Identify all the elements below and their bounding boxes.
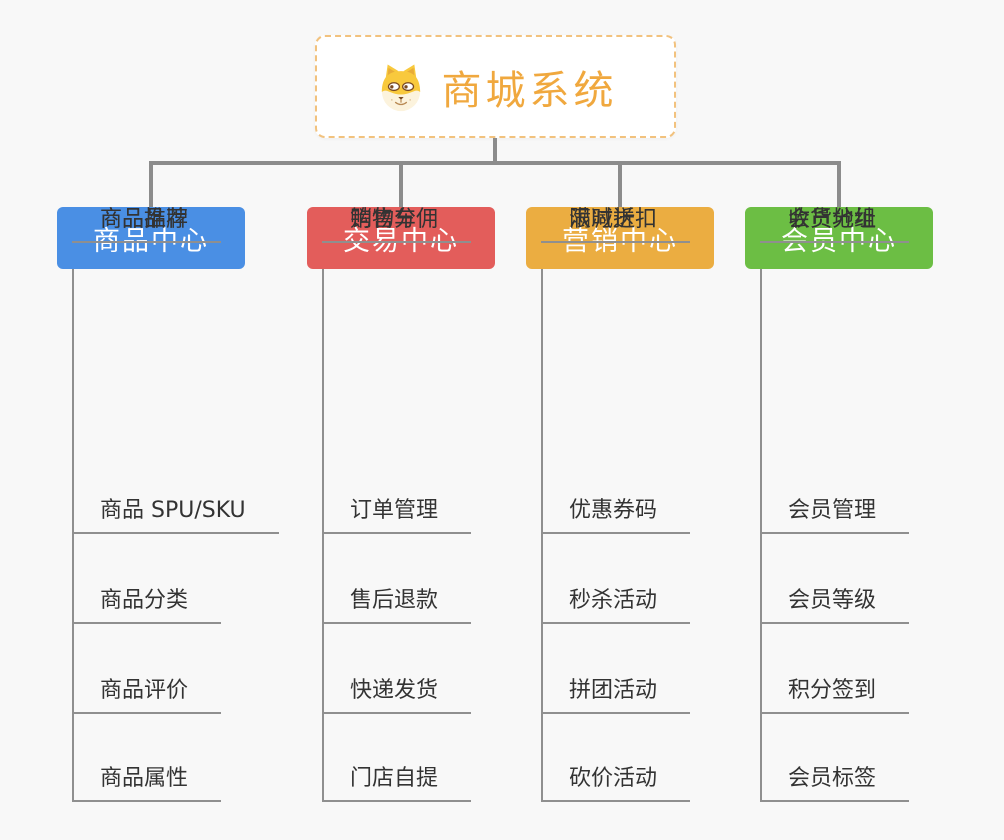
- subtopic-item[interactable]: 快递发货: [322, 678, 472, 714]
- subtopic-item[interactable]: 会员标签: [760, 766, 910, 802]
- root-topic-title: 商城系统: [441, 67, 618, 114]
- subtopic-item[interactable]: 拼团活动: [541, 678, 691, 714]
- branch-trade-center: 交易中心 订单管理 售后退款 快递发货 门店自提 购物车 销售分佣: [307, 207, 557, 817]
- branch-header-product-center[interactable]: 商品中心: [57, 207, 245, 269]
- subtopic-item[interactable]: 门店自提: [322, 766, 472, 802]
- connector-drop-product: [149, 163, 153, 207]
- connector-horizontal-bar: [149, 161, 841, 165]
- subtopic-item[interactable]: 收货地址: [760, 207, 910, 243]
- subtopic-item[interactable]: 商品属性: [72, 766, 222, 802]
- subtopic-item[interactable]: 销售分佣: [322, 207, 472, 243]
- subtopic-item[interactable]: 售后退款: [322, 588, 472, 624]
- branch-header-trade-center[interactable]: 交易中心: [307, 207, 495, 269]
- branch-tree-line: [72, 269, 74, 800]
- branch-header-member-center[interactable]: 会员中心: [745, 207, 933, 269]
- shiba-dog-icon: [381, 64, 420, 111]
- connector-drop-trade: [399, 163, 403, 207]
- subtopic-item[interactable]: 积分签到: [760, 678, 910, 714]
- subtopic-item[interactable]: 会员管理: [760, 498, 910, 534]
- subtopic-item[interactable]: 会员等级: [760, 588, 910, 624]
- branch-tree-line: [760, 269, 762, 800]
- branch-tree-line: [322, 269, 324, 800]
- branch-tree-line: [541, 269, 543, 800]
- connector-drop-member: [837, 163, 841, 207]
- subtopic-item[interactable]: 优惠券码: [541, 498, 691, 534]
- subtopic-item[interactable]: 商品 SPU/SKU: [72, 498, 279, 534]
- subtopic-item[interactable]: 商品品牌: [72, 207, 222, 243]
- branch-marketing-center: 营销中心 优惠券码 秒杀活动 拼团活动 砍价活动 限时折扣 满减送: [526, 207, 776, 817]
- subtopic-item[interactable]: 商品评价: [72, 678, 222, 714]
- subtopic-item[interactable]: 满减送: [541, 207, 669, 243]
- root-topic[interactable]: 商城系统: [315, 35, 676, 138]
- branch-product-center: 商品中心 商品 SPU/SKU 商品分类 商品评价 商品属性 商品推荐 商品品牌: [57, 207, 307, 817]
- subtopic-item[interactable]: 商品分类: [72, 588, 222, 624]
- branch-member-center: 会员中心 会员管理 会员等级 积分签到 会员标签 会员分组 收货地址: [745, 207, 995, 817]
- subtopic-item[interactable]: 订单管理: [322, 498, 472, 534]
- subtopic-item[interactable]: 砍价活动: [541, 766, 691, 802]
- connector-drop-marketing: [618, 163, 622, 207]
- subtopic-item[interactable]: 秒杀活动: [541, 588, 691, 624]
- connector-root-stem: [493, 138, 497, 165]
